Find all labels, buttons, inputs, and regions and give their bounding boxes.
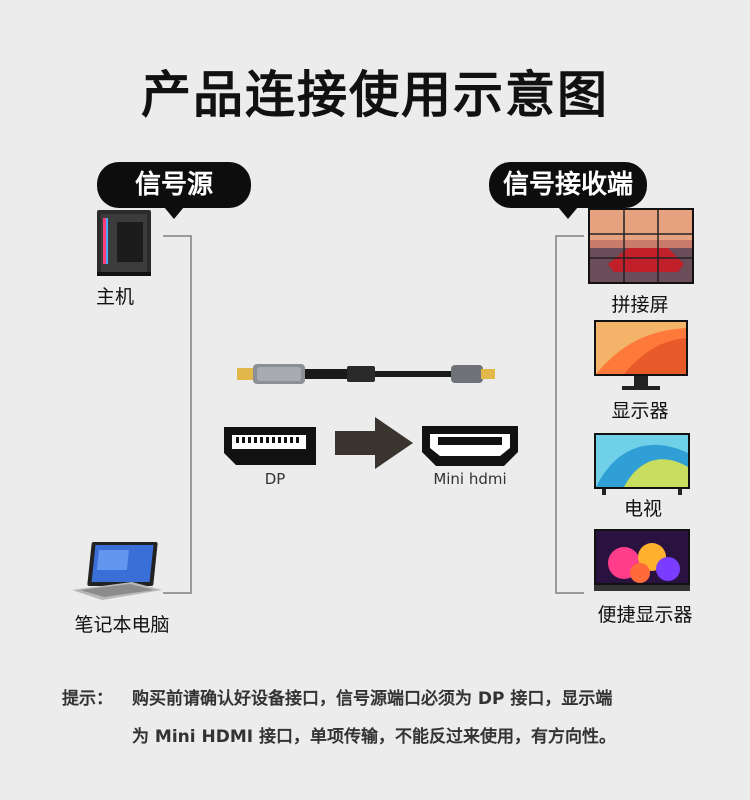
receiver-device-label-1: 显示器 bbox=[611, 400, 669, 422]
source-device-label-0: 主机 bbox=[95, 286, 134, 308]
source-device-label-1: 笔记本电脑 bbox=[74, 614, 170, 636]
note-prefix: 提示： bbox=[62, 689, 113, 709]
mini-hdmi-label: Mini hdmi bbox=[433, 470, 507, 488]
receiver-tag-pointer bbox=[558, 207, 578, 219]
cable-icon bbox=[235, 360, 500, 390]
tv-icon bbox=[594, 433, 690, 495]
portable-monitor-icon bbox=[594, 529, 690, 597]
page-title: 产品连接使用示意图 bbox=[141, 66, 609, 124]
direction-arrow-icon bbox=[335, 417, 413, 469]
monitor-icon bbox=[594, 320, 688, 394]
laptop-icon bbox=[68, 540, 164, 602]
receiver-bracket bbox=[555, 235, 584, 594]
receiver-device-label-2: 电视 bbox=[623, 498, 662, 520]
note-line-1: 购买前请确认好设备接口，信号源端口必须为 DP 接口，显示端 bbox=[132, 689, 613, 709]
note-line-2: 为 Mini HDMI 接口，单项传输，不能反过来使用，有方向性。 bbox=[132, 727, 617, 747]
receiver-device-label-0: 拼接屏 bbox=[611, 294, 669, 316]
dp-label: DP bbox=[264, 470, 286, 488]
source-bracket bbox=[163, 235, 192, 594]
source-tag-pointer bbox=[164, 207, 184, 219]
receiver-device-label-3: 便捷显示器 bbox=[597, 604, 693, 626]
receiver-tag: 信号接收端 bbox=[489, 162, 647, 208]
dp-port-icon bbox=[222, 425, 318, 467]
video-wall-icon bbox=[588, 208, 694, 284]
desktop-pc-icon bbox=[95, 208, 153, 278]
source-tag: 信号源 bbox=[97, 162, 251, 208]
mini-hdmi-port-icon bbox=[420, 424, 520, 468]
